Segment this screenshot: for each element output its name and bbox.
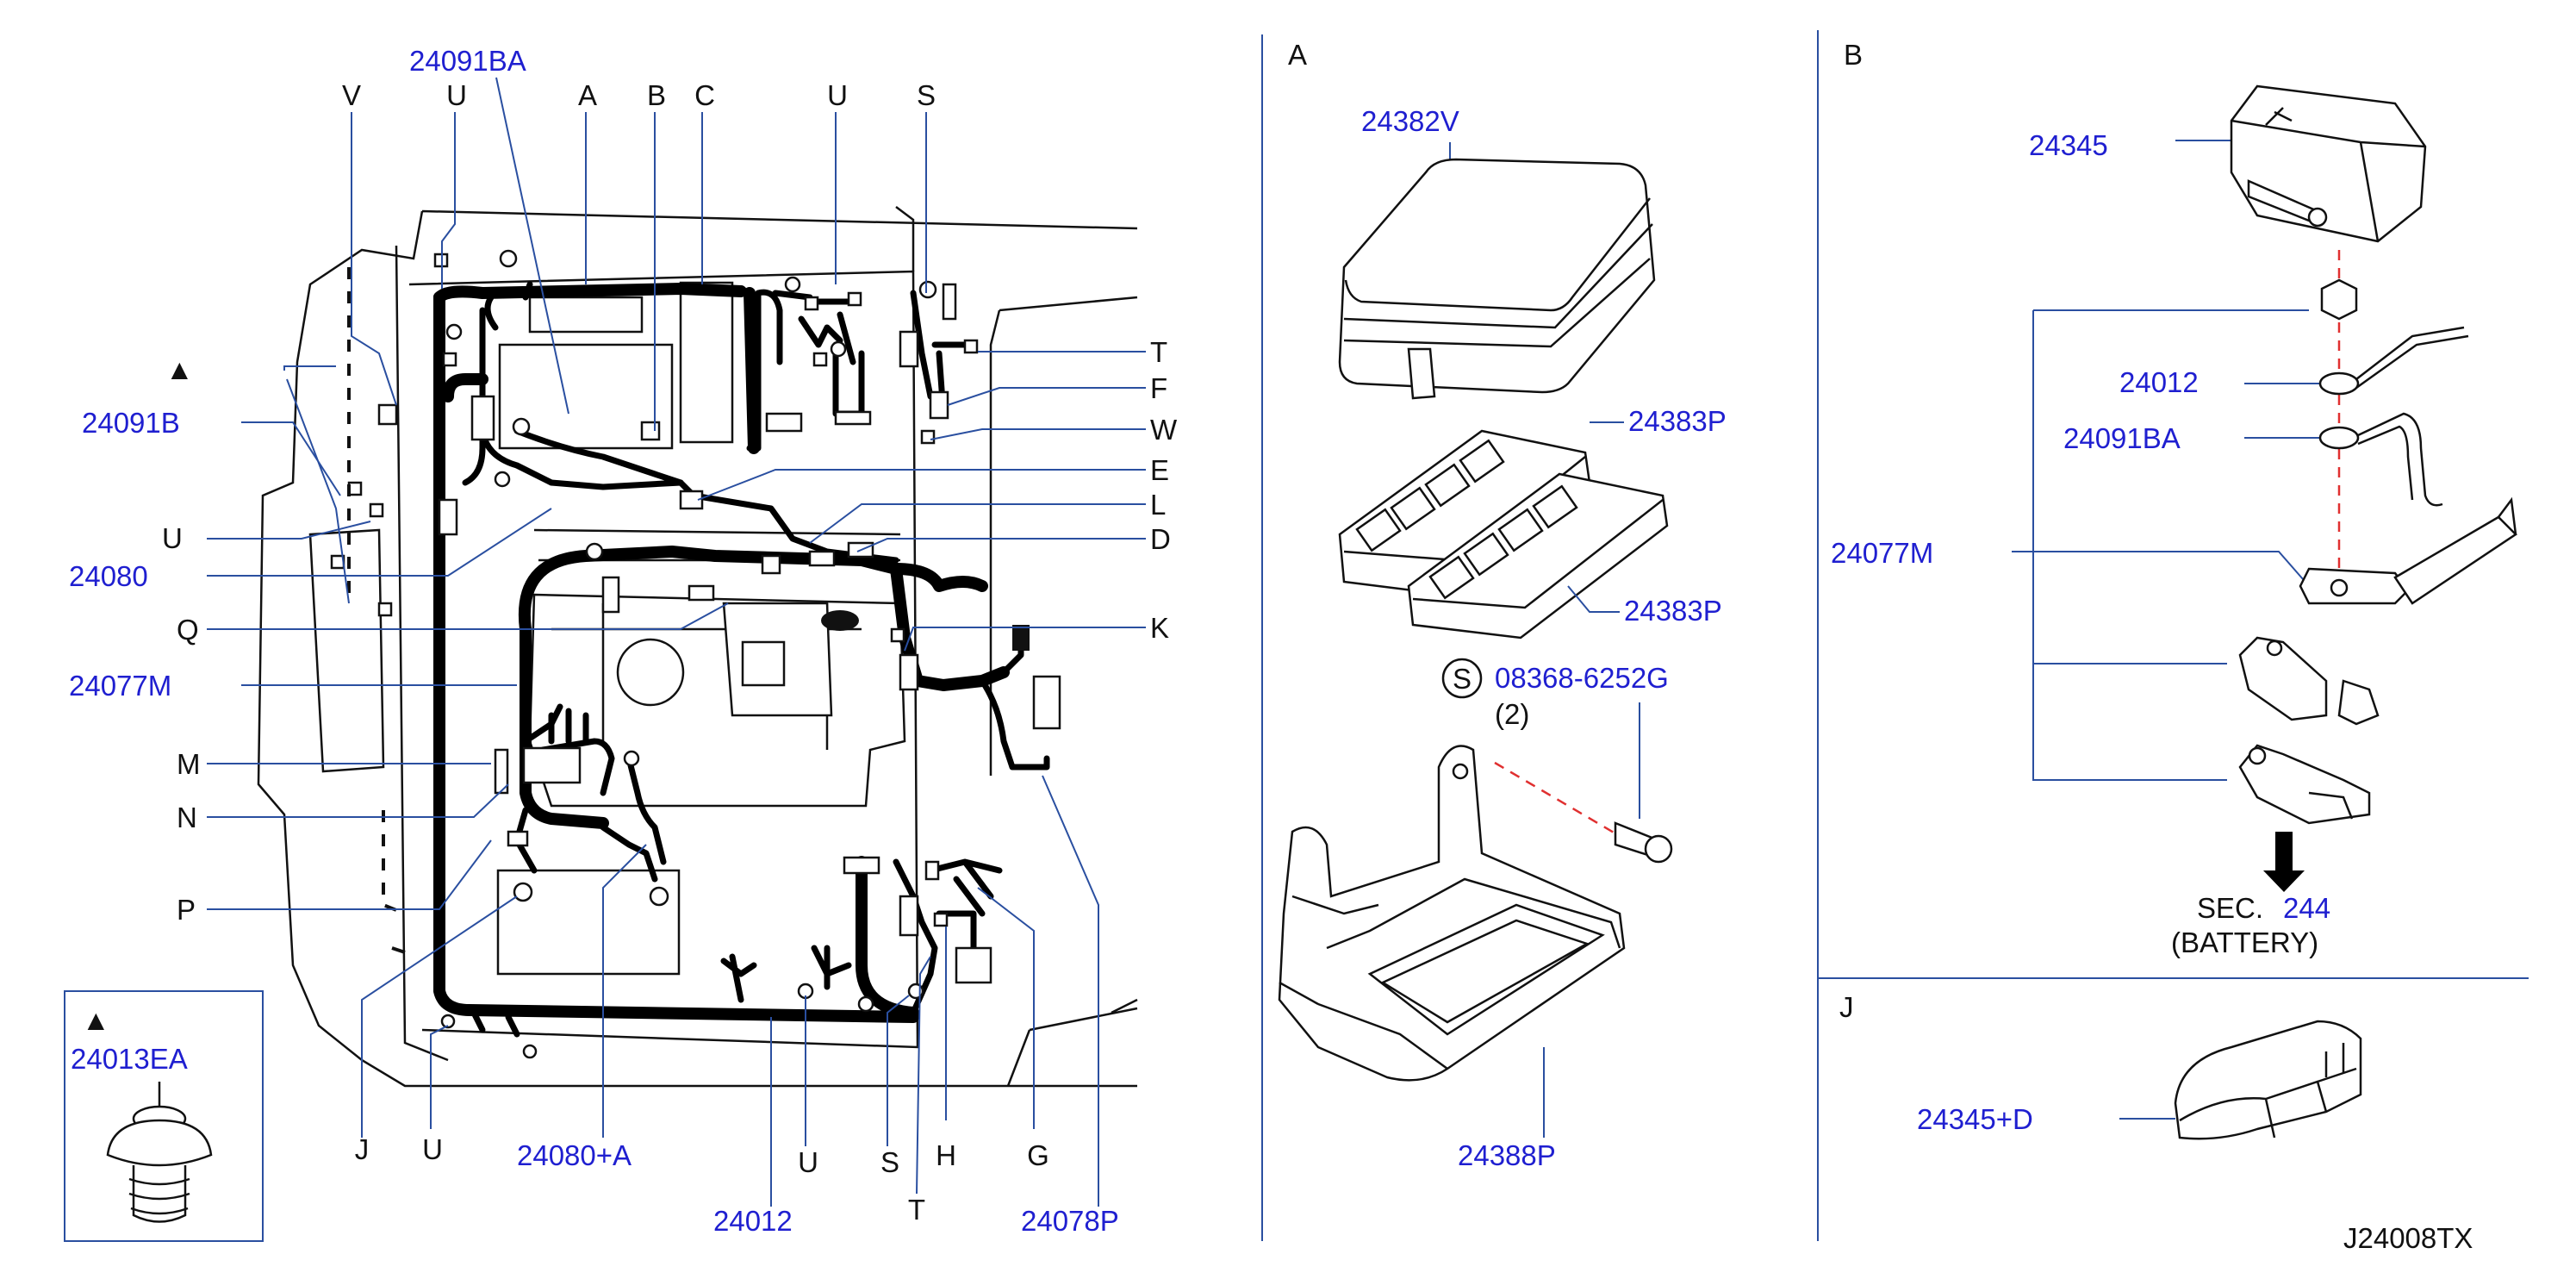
label-D: D bbox=[1150, 523, 1171, 555]
battery-terminal-clamp-1 bbox=[2238, 636, 2380, 726]
label-U-bottom2: U bbox=[798, 1146, 818, 1178]
part-24345D: 24345+D bbox=[1917, 1103, 2033, 1135]
part-24012-b: 24012 bbox=[2119, 366, 2199, 398]
label-U-top2: U bbox=[827, 79, 848, 111]
part-24080: 24080 bbox=[69, 560, 148, 592]
engine-compartment-drawing bbox=[257, 206, 1138, 1088]
label-T-bottom: T bbox=[908, 1194, 925, 1226]
label-P: P bbox=[177, 894, 196, 926]
label-B: B bbox=[647, 79, 666, 111]
section-a: A 24382V 24383P bbox=[1278, 39, 1727, 1171]
section-j: J 24345+D bbox=[1839, 991, 2362, 1140]
part-24382V: 24382V bbox=[1361, 105, 1459, 137]
fuse-box-base bbox=[1278, 745, 1626, 1082]
inset-24013EA: ▲ 24013EA bbox=[64, 990, 264, 1242]
part-24091B: 24091B bbox=[82, 407, 180, 439]
bolt-qty: (2) bbox=[1495, 698, 1529, 730]
label-U-left: U bbox=[162, 522, 183, 554]
sec-number: 244 bbox=[2283, 892, 2330, 924]
section-dividers bbox=[1261, 30, 2529, 1241]
connectors bbox=[330, 253, 1030, 937]
inset-triangle: ▲ bbox=[82, 1004, 110, 1036]
label-G: G bbox=[1027, 1139, 1049, 1171]
section-b: B 24345 24012 24091BA 24077M bbox=[1831, 39, 2517, 958]
part-24077M: 24077M bbox=[69, 670, 171, 702]
label-N: N bbox=[177, 802, 197, 833]
battery-cable bbox=[2299, 496, 2517, 605]
main-part-labels: 24091BA ▲ 24091B 24080 24077M 24080+A 24… bbox=[69, 45, 1119, 1237]
label-A: A bbox=[578, 79, 597, 111]
part-24383P-bottom: 24383P bbox=[1624, 595, 1722, 627]
label-H: H bbox=[936, 1139, 956, 1171]
label-Q: Q bbox=[177, 614, 199, 646]
label-L: L bbox=[1150, 489, 1166, 521]
terminal-cover-j bbox=[2174, 1020, 2362, 1140]
fuse-box-cover bbox=[1338, 158, 1656, 400]
part-24077M-b: 24077M bbox=[1831, 537, 1933, 569]
main-letter-labels: V U A B C U S T F W E L D K U Q M N P J … bbox=[162, 79, 1178, 1226]
section-b-letter: B bbox=[1844, 39, 1863, 71]
triangle-marker: ▲ bbox=[165, 353, 194, 385]
label-T-right: T bbox=[1150, 336, 1167, 368]
leader-lines-main bbox=[207, 77, 1146, 1207]
label-C: C bbox=[694, 79, 715, 111]
part-24383P-top: 24383P bbox=[1628, 405, 1727, 437]
part-24091BA-b: 24091BA bbox=[2063, 422, 2181, 454]
label-J-bottom: J bbox=[355, 1133, 370, 1165]
label-F: F bbox=[1150, 372, 1167, 404]
label-M: M bbox=[177, 748, 201, 780]
s-symbol: S bbox=[1453, 663, 1472, 695]
label-S-bottom: S bbox=[880, 1146, 899, 1178]
label-S-top: S bbox=[917, 79, 936, 111]
battery-terminal-clamp-2 bbox=[2238, 744, 2371, 825]
label-U-bottom1: U bbox=[422, 1133, 443, 1165]
section-j-letter: J bbox=[1839, 991, 1854, 1023]
part-24013EA: 24013EA bbox=[71, 1043, 188, 1075]
label-W: W bbox=[1150, 414, 1178, 446]
label-K: K bbox=[1150, 612, 1169, 644]
battery-label: (BATTERY) bbox=[2171, 926, 2318, 958]
part-24388P: 24388P bbox=[1458, 1139, 1556, 1171]
clips bbox=[440, 249, 937, 1059]
diagram-id: J24008TX bbox=[2343, 1222, 2473, 1254]
bolt bbox=[1614, 821, 1673, 864]
label-V: V bbox=[342, 79, 361, 111]
part-24345: 24345 bbox=[2029, 129, 2108, 161]
part-24012: 24012 bbox=[713, 1205, 793, 1237]
part-24078P: 24078P bbox=[1021, 1205, 1119, 1237]
label-U-top: U bbox=[446, 79, 467, 111]
part-08368-6252G: 08368-6252G bbox=[1495, 662, 1669, 694]
sec-label: SEC. bbox=[2197, 892, 2263, 924]
terminal-cover bbox=[2230, 84, 2427, 243]
main-harness bbox=[330, 249, 1061, 1059]
part-24091BA: 24091BA bbox=[409, 45, 526, 77]
section-a-letter: A bbox=[1288, 39, 1307, 71]
fuse-blocks bbox=[1338, 429, 1669, 640]
part-24080A: 24080+A bbox=[517, 1139, 632, 1171]
label-E: E bbox=[1150, 454, 1169, 486]
